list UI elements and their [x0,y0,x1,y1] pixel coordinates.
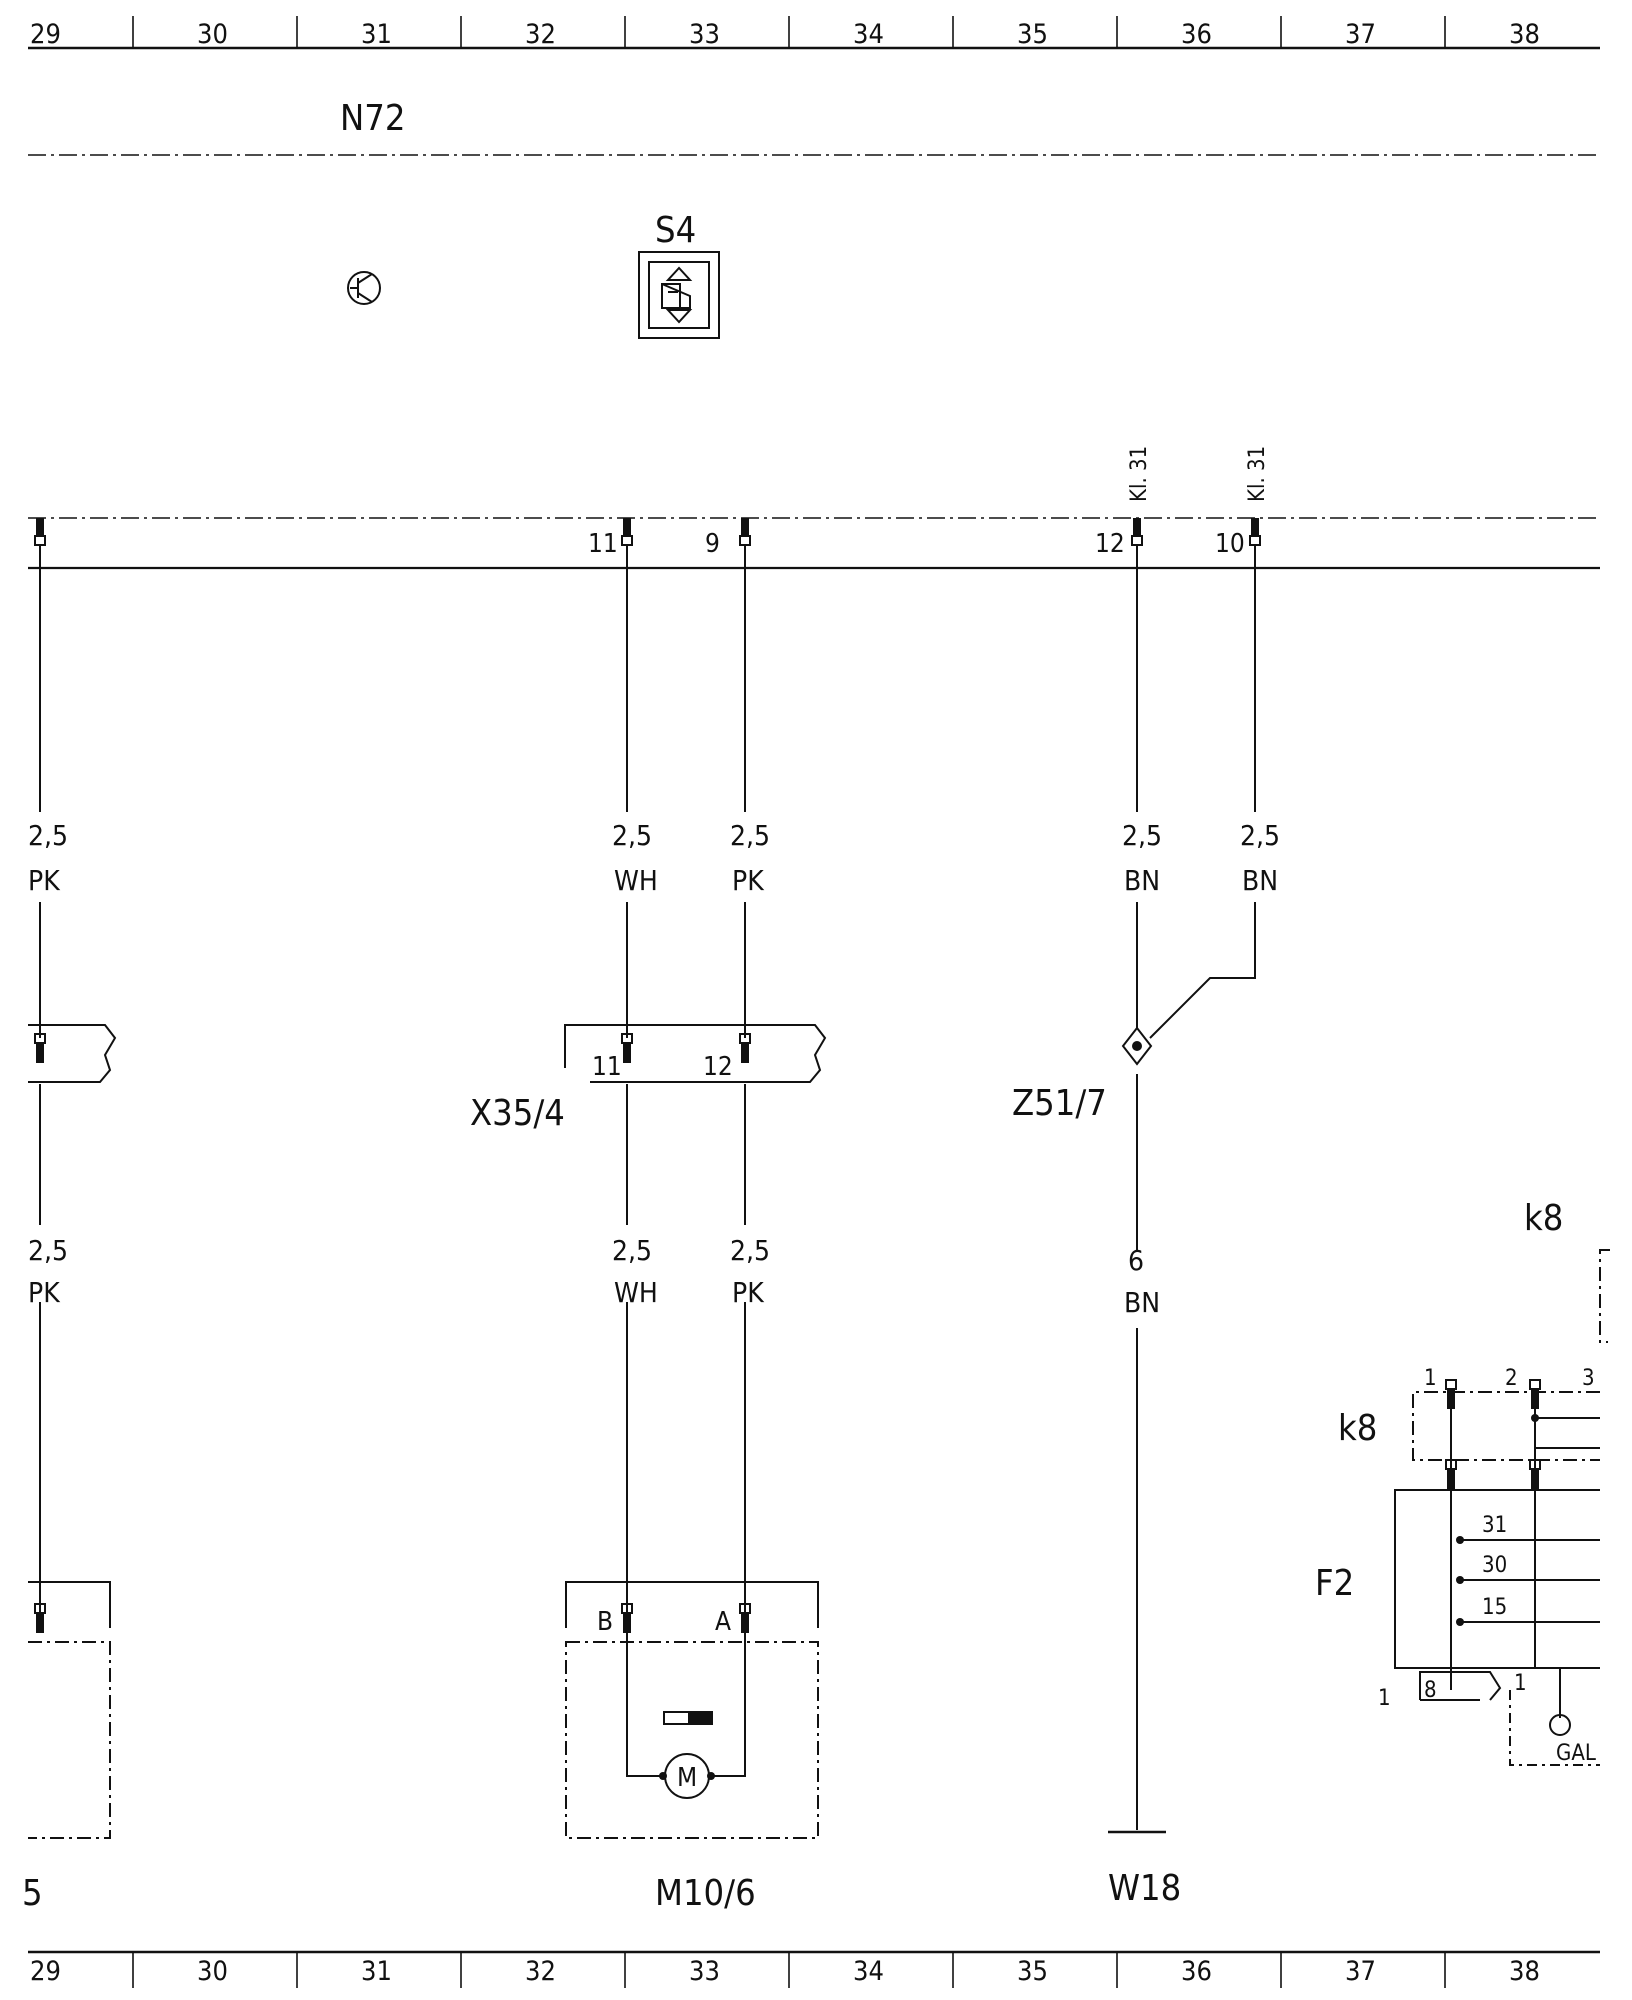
wires [39,545,1256,1830]
relay-k8 [1412,1391,1600,1461]
ruler-col: 37 [1345,19,1376,50]
ruler-col: 30 [197,19,228,50]
transistor-icon [347,271,381,305]
pin-label: 10 [1215,529,1245,559]
ruler-col: 37 [1345,1956,1376,1987]
wire-size: 2,5 [28,819,68,852]
relay-label: k8 [1524,1198,1563,1239]
pin-label: 11 [592,1052,622,1082]
relay-wiring [1450,1392,1600,1470]
wire-color: BN [1242,864,1278,897]
pin-label: 8 [1424,1678,1437,1703]
ruler-col: 34 [853,19,884,50]
wire-color: BN [1124,1286,1160,1319]
ruler-col: 36 [1181,19,1212,50]
wire-size: 2,5 [28,1234,68,1267]
wire-size: 2,5 [1240,819,1280,852]
pin-label: 3 [1582,1366,1595,1391]
pin-label: 1 [1514,1671,1527,1696]
pin-label: 15 [1482,1595,1507,1620]
wire-color: PK [28,864,61,897]
wire-size: 2,5 [612,1234,652,1267]
wire-size: 2,5 [730,1234,770,1267]
ruler-col: 35 [1017,1956,1048,1987]
pin-label: 31 [1482,1513,1507,1538]
motor-icon: M [626,1631,746,1799]
ground-label: W18 [1108,1868,1181,1909]
window-switch-icon [638,251,720,339]
pin-label: 11 [588,529,618,559]
wire-color: WH [614,1276,658,1309]
partial-label: 5 [22,1873,43,1914]
terminal-label: Kl. 31 [1245,446,1270,502]
bottom-ruler: 29 30 31 32 33 34 35 36 37 38 [28,1950,1600,1988]
ruler-col: 35 [1017,19,1048,50]
relay-side-label: k8 [1338,1408,1377,1449]
pin-label: 1 [1424,1366,1437,1391]
wire-size: 2,5 [1122,819,1162,852]
ruler-col: 38 [1509,19,1540,50]
top-ruler: 29 30 31 32 33 34 35 36 37 38 [28,16,1600,50]
wire-color: PK [28,1276,61,1309]
pin-label: 1 [1378,1686,1391,1711]
n72-pins [34,517,1261,546]
ruler-col: 33 [689,19,720,50]
ruler-col: 32 [525,1956,556,1987]
fuse-block-label: F2 [1315,1563,1354,1604]
ruler-col: 38 [1509,1956,1540,1987]
wire-color: BN [1124,864,1160,897]
wire-size: 2,5 [612,819,652,852]
connector-x35-4 [28,1024,827,1083]
ruler-col: 30 [197,1956,228,1987]
relay-outline [1599,1249,1610,1343]
splice-icon [1121,1026,1153,1066]
pin-label: 30 [1482,1553,1507,1578]
fuse-block-f2 [1394,1489,1600,1766]
ruler-col: 29 [30,1956,61,1987]
ruler-col: 34 [853,1956,884,1987]
pin-label: 9 [705,529,720,559]
wire-size: 6 [1128,1244,1144,1277]
pin-label: 2 [1505,1366,1518,1391]
wire-color: PK [732,864,765,897]
ruler-col: 31 [361,19,392,50]
ground-pin-label: GAL [1556,1741,1596,1766]
switch-label: S4 [655,210,696,251]
pin-label: B [597,1607,613,1637]
terminal-label: Kl. 31 [1127,446,1152,502]
wire-color: PK [732,1276,765,1309]
connector-label: X35/4 [470,1093,565,1134]
pin-label: A [715,1607,731,1637]
ruler-col: 36 [1181,1956,1212,1987]
ruler-col: 31 [361,1956,392,1987]
ruler-col: 29 [30,19,61,50]
motor-housing [565,1581,819,1839]
wire-labels: 2,5 PK 2,5 WH 2,5 PK 2,5 BN 2,5 BN 2,5 P… [28,819,1280,1319]
motor-symbol: M [677,1763,697,1793]
pin-label: 12 [1095,529,1125,559]
junction-dot [1531,1414,1539,1422]
ruler-col: 32 [525,19,556,50]
wire-color: WH [614,864,658,897]
pin-label: 12 [703,1052,733,1082]
control-unit-label: N72 [340,98,405,139]
motor-label: M10/6 [655,1873,756,1914]
ruler-col: 33 [689,1956,720,1987]
splice-label: Z51/7 [1012,1083,1107,1124]
left-partial-component [28,1581,111,1839]
wire-size: 2,5 [730,819,770,852]
